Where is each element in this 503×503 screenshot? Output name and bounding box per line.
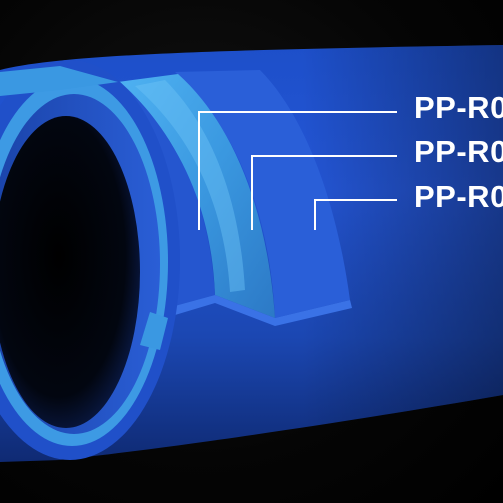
middle-layer-cut-face xyxy=(118,74,275,318)
leader-line-3 xyxy=(314,199,397,230)
outer-layer-cut-face xyxy=(175,70,350,318)
leader-line-1 xyxy=(198,111,397,230)
middle-layer-highlight xyxy=(135,80,245,292)
layer-label-inner: PP-R0 xyxy=(414,179,503,214)
cut-ledge xyxy=(160,295,352,326)
pipe-bore xyxy=(0,116,140,428)
front-notch-top xyxy=(0,66,118,96)
leader-line-2 xyxy=(251,155,397,230)
layer-label-outer: PP-R0 xyxy=(414,90,503,125)
front-notch-bottom xyxy=(140,312,168,350)
layer-label-middle: PP-R0 xyxy=(414,134,503,169)
